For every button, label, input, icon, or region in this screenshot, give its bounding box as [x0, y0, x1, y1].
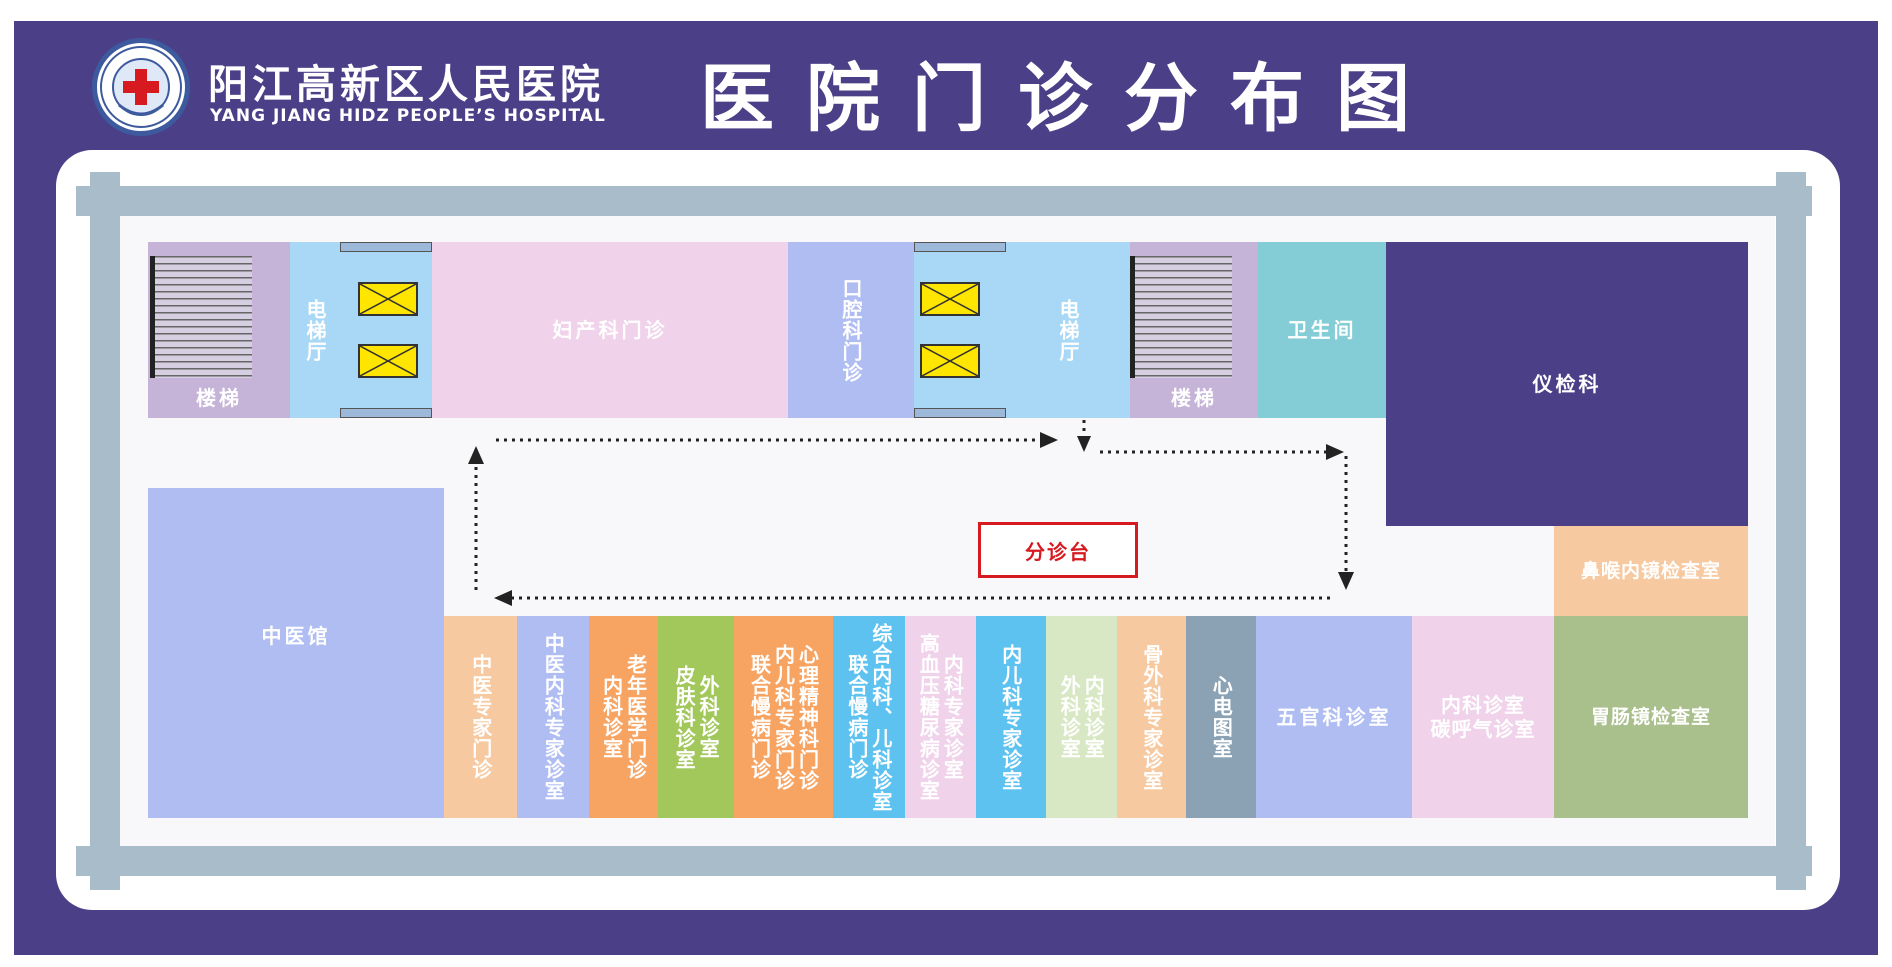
clinic-room-label: 综合内科、儿科诊室: [868, 622, 893, 812]
elevator-bar: [340, 242, 432, 252]
clinic-room: 老年医学门诊内科诊室: [588, 616, 659, 818]
clinic-room: 内科专家诊室高血压糖尿病诊室: [904, 616, 977, 818]
room-restroom: 卫生间: [1258, 242, 1386, 418]
stairs-right-label: 楼梯: [1171, 386, 1217, 410]
clinic-room-label: 联合慢病门诊: [747, 654, 772, 780]
room-gynecology-label: 妇产科门诊: [552, 318, 668, 342]
clinic-room-label: 内儿科专家诊室: [998, 643, 1023, 791]
elevator-shaft-left: [340, 242, 432, 418]
hospital-name: 阳江高新区人民医院: [208, 61, 604, 108]
clinic-room-label: 皮肤科诊室: [672, 664, 697, 770]
arrow-left-icon: [494, 590, 512, 606]
arrow-down-icon: [1338, 572, 1354, 590]
clinic-room-label: 老年医学门诊: [623, 654, 648, 780]
page-title: 医院门诊分布图: [700, 55, 1442, 142]
stairs-left-icon: [150, 256, 252, 378]
clinic-room-label: 心电图室: [1209, 675, 1234, 759]
hospital-logo-icon: [92, 38, 190, 136]
clinic-room-label: 中医内科专家诊室: [541, 633, 566, 801]
room-neike-breath-line: 碳呼气诊室: [1430, 717, 1536, 741]
elevator-shaft-right: [914, 242, 1006, 418]
elevator-bar: [914, 408, 1006, 418]
elevator-car-icon: [920, 344, 980, 378]
room-ent-exam-label: 鼻喉内镜检查室: [1580, 559, 1721, 582]
room-wuguan-label: 五官科诊室: [1276, 705, 1392, 729]
clinic-room-label: 外科诊室: [1057, 675, 1082, 759]
elevator-bar: [914, 242, 1006, 252]
room-gastroscopy-label: 胃肠镜检查室: [1590, 705, 1711, 728]
elevator-hall-right-label: 电梯厅: [1056, 298, 1080, 362]
wall-bottom: [76, 846, 1812, 876]
clinic-room-label: 内科专家诊室: [940, 654, 965, 780]
elevator-bar: [340, 408, 432, 418]
clinic-room-label: 内科诊室: [599, 675, 624, 759]
room-restroom-label: 卫生间: [1287, 318, 1357, 342]
clinic-room: 外科诊室皮肤科诊室: [658, 616, 734, 818]
clinic-room: 内儿科专家诊室: [976, 616, 1046, 818]
arrow-right-icon: [1040, 432, 1058, 448]
clinic-room-label: 外科诊室: [696, 675, 721, 759]
clinic-room-label: 内儿科专家门诊: [771, 643, 796, 791]
room-tcm-hall-label: 中医馆: [261, 624, 331, 648]
clinic-room: 中医专家门诊: [444, 616, 518, 818]
wall-top: [76, 186, 1812, 216]
clinic-room-label: 中医专家门诊: [468, 654, 493, 780]
room-gastroscopy: 胃肠镜检查室: [1554, 616, 1748, 818]
hospital-name-en: YANG JIANG HIDZ PEOPLE’S HOSPITAL: [210, 106, 606, 126]
room-neike-breath: 内科诊室 碳呼气诊室: [1412, 616, 1554, 818]
triage-desk: 分诊台: [978, 522, 1138, 578]
clinic-room-label: 联合慢病门诊: [844, 654, 869, 780]
clinic-room: 中医内科专家诊室: [517, 616, 589, 818]
arrow-right-icon: [1326, 444, 1344, 460]
room-dental-label: 口腔科门诊: [839, 277, 863, 383]
room-neike-breath-line: 内科诊室: [1441, 693, 1525, 717]
clinic-room-label: 心理精神科门诊: [795, 643, 820, 791]
wall-left: [90, 172, 120, 890]
elevator-car-icon: [920, 282, 980, 316]
room-wuguan: 五官科诊室: [1256, 616, 1412, 818]
room-tcm-hall: 中医馆: [148, 488, 444, 818]
clinic-room: 综合内科、儿科诊室联合慢病门诊: [833, 616, 905, 818]
elevator-car-icon: [358, 344, 418, 378]
stairs-right: 楼梯: [1130, 242, 1258, 418]
clinic-room: 骨外科专家诊室: [1117, 616, 1187, 818]
elevator-hall-right: 电梯厅: [1006, 242, 1130, 418]
room-dental: 口腔科门诊: [788, 242, 914, 418]
stairs-right-icon: [1130, 256, 1232, 378]
clinic-room-label: 高血压糖尿病诊室: [916, 633, 941, 801]
clinic-room-label: 骨外科专家诊室: [1139, 643, 1164, 791]
clinic-room: 内科诊室外科诊室: [1045, 616, 1117, 818]
arrow-down-icon: [1077, 436, 1091, 452]
room-instrument-exam: 仪检科: [1386, 242, 1748, 526]
room-ent-exam: 鼻喉内镜检查室: [1554, 526, 1748, 616]
clinic-room: 心理精神科门诊内儿科专家门诊联合慢病门诊: [733, 616, 834, 818]
clinic-room-label: 内科诊室: [1081, 675, 1106, 759]
stairs-left: 楼梯: [148, 242, 290, 418]
wall-right: [1776, 172, 1806, 890]
room-gynecology: 妇产科门诊: [432, 242, 788, 418]
room-instrument-exam-label: 仪检科: [1532, 372, 1602, 396]
elevator-hall-left-label: 电梯厅: [303, 298, 327, 362]
elevator-car-icon: [358, 282, 418, 316]
arrow-up-icon: [468, 446, 484, 464]
stairs-left-label: 楼梯: [196, 386, 242, 410]
clinic-room: 心电图室: [1186, 616, 1256, 818]
bottom-rooms: 中医专家门诊中医内科专家诊室老年医学门诊内科诊室外科诊室皮肤科诊室心理精神科门诊…: [444, 616, 1256, 818]
elevator-hall-left: 电梯厅: [290, 242, 340, 418]
